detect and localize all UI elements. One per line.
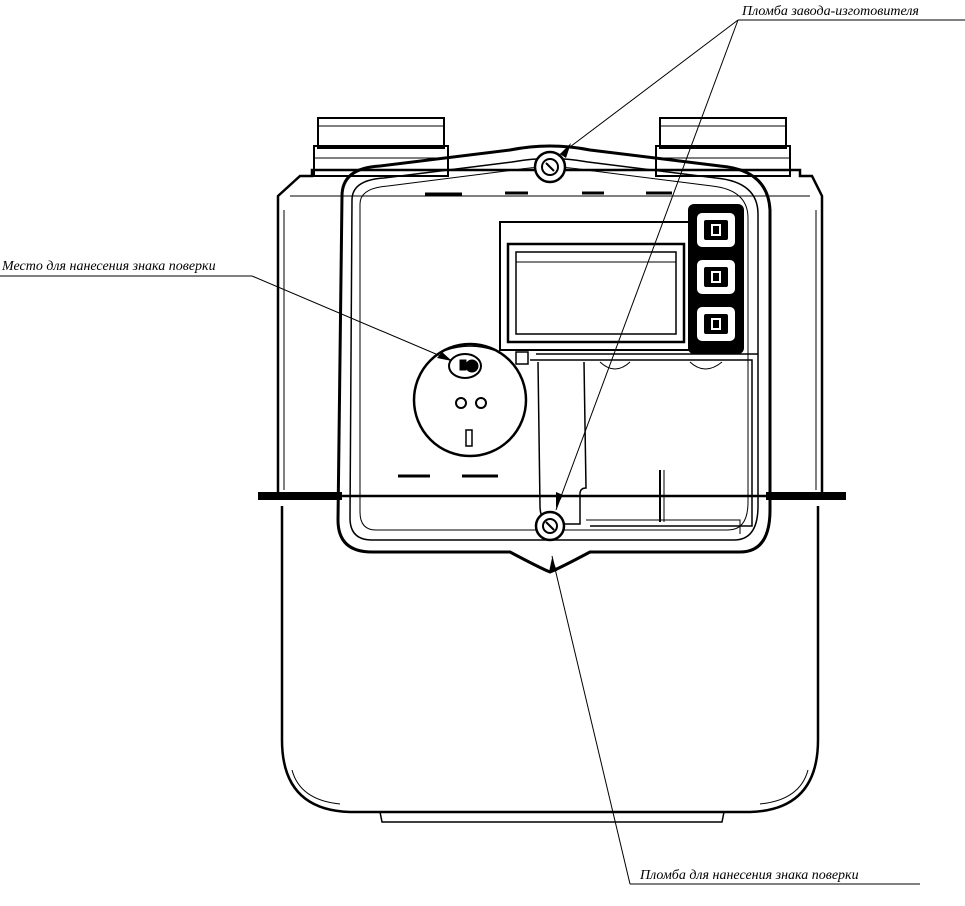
arrowheads xyxy=(437,143,571,572)
panel-button-1 xyxy=(697,213,735,247)
right-pipe-connector xyxy=(655,117,791,177)
label-manufacturer-seal: Пломба завода-изготовителя xyxy=(741,4,919,19)
label-verification-mark-place: Место для нанесения знака поверки xyxy=(1,259,216,274)
verification-seal: ~ xyxy=(534,510,566,577)
front-cover xyxy=(336,144,772,574)
button-panel xyxy=(688,204,744,354)
left-pipe-connector xyxy=(313,117,449,177)
lcd-display xyxy=(499,221,697,351)
panel-button-2 xyxy=(697,260,735,294)
leader-lines xyxy=(0,19,965,885)
manufacturer-seal xyxy=(533,150,567,184)
panel-button-3 xyxy=(697,307,735,341)
battery-compartment xyxy=(515,351,758,534)
counter-mechanism xyxy=(412,342,528,458)
svg-text:~: ~ xyxy=(545,566,551,577)
label-verification-seal: Пломба для нанесения знака поверки xyxy=(639,868,859,883)
cover-dashes xyxy=(425,191,672,196)
meter-body xyxy=(276,168,824,823)
